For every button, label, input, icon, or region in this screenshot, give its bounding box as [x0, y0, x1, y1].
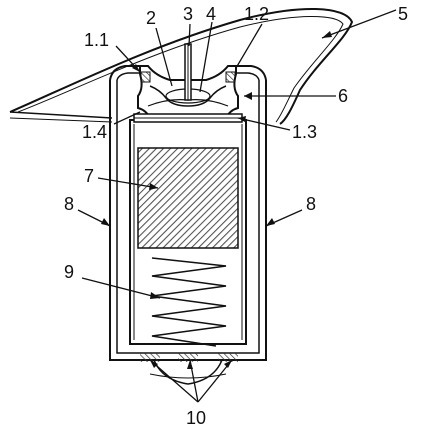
leader-9	[81, 277, 161, 299]
leader-3	[188, 23, 191, 47]
leader-10-c	[197, 359, 233, 403]
housing-bottom-edge	[9, 111, 113, 119]
nozzle-2	[178, 353, 198, 362]
bottom-cone-inner	[149, 373, 227, 379]
cap-seal-left	[140, 71, 151, 83]
arrow-6	[244, 92, 252, 100]
leader-4	[199, 21, 213, 93]
leader-2	[155, 27, 173, 87]
label-4: 4	[206, 4, 216, 24]
arrow-5	[322, 31, 332, 38]
label-1-3: 1.3	[292, 122, 317, 142]
arrow-1-1	[132, 64, 140, 72]
label-6: 6	[338, 86, 348, 106]
leader-1-2	[235, 23, 263, 69]
label-8-left: 8	[64, 194, 74, 214]
leader-7	[97, 177, 159, 189]
arrow-10-c	[224, 360, 232, 368]
label-2: 2	[146, 8, 156, 28]
leader-5	[321, 9, 397, 39]
casing-lip-right	[236, 65, 267, 81]
bottom-cone	[153, 359, 223, 385]
leader-1-3	[237, 117, 291, 131]
spring	[151, 257, 227, 347]
casing-lip-right-inner	[236, 72, 260, 81]
nozzle-3	[218, 353, 238, 362]
leader-1-4	[113, 111, 141, 125]
arrow-10-a	[150, 360, 158, 368]
label-1-2: 1.2	[244, 4, 269, 24]
nozzle-1	[140, 353, 160, 362]
cap-seal-right	[225, 71, 236, 83]
label-3: 3	[183, 4, 193, 24]
arrow-1-3	[238, 116, 246, 122]
casing-lip-left	[109, 65, 140, 81]
label-10: 10	[186, 408, 206, 428]
label-1-4: 1.4	[82, 122, 107, 142]
label-1-1: 1.1	[84, 30, 109, 50]
arrow-8-right	[266, 218, 275, 226]
label-5: 5	[398, 4, 408, 24]
arrow-7	[149, 183, 158, 190]
charge-block	[137, 147, 239, 249]
label-9: 9	[64, 262, 74, 282]
arrowheads	[101, 31, 332, 369]
arrow-8-left	[101, 218, 110, 226]
label-8-right: 8	[306, 194, 316, 214]
label-7: 7	[84, 166, 94, 186]
housing-shell	[9, 8, 354, 125]
leader-10-a	[149, 359, 199, 403]
casing-lip-left-inner	[116, 72, 140, 81]
arrow-9	[150, 292, 160, 299]
arrow-10-b	[187, 360, 193, 369]
housing-bottom-edge-2	[9, 117, 113, 123]
cap-wave-upper	[149, 85, 227, 107]
